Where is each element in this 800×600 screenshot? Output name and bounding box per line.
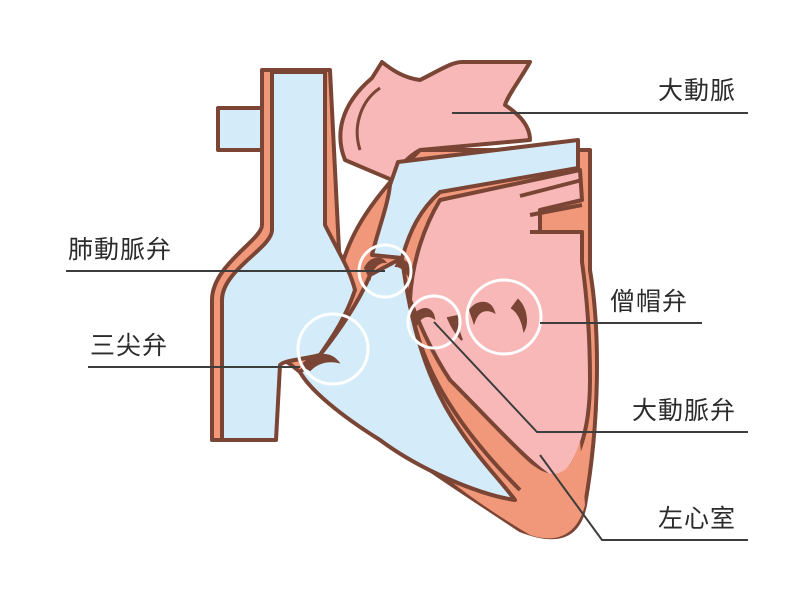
label-pulmonary-valve: 肺動脈弁: [68, 235, 173, 264]
pulmonary-vein-lower: [529, 203, 583, 234]
label-aorta: 大動脈: [658, 76, 737, 105]
aorta: [338, 60, 532, 182]
label-tricuspid-valve: 三尖弁: [90, 331, 169, 360]
left-ventricle-muscle: [410, 330, 585, 539]
mitral-valve-ring: [465, 278, 543, 356]
label-left-ventricle: 左心室: [658, 504, 737, 533]
tricuspid-valve-ring: [296, 312, 370, 386]
aorta-inner-wall: [355, 86, 381, 151]
leader-line-left-ventricle: [539, 454, 748, 541]
vein-branch: [216, 106, 264, 152]
aortic-valve-ring: [406, 294, 462, 350]
label-mitral-valve: 僧帽弁: [610, 287, 689, 316]
leader-line-aortic-valve: [433, 321, 748, 433]
label-aortic-valve: 大動脈弁: [632, 396, 737, 425]
pulmonary-vein-upper: [519, 178, 583, 198]
valve-leaflets: [300, 257, 527, 372]
